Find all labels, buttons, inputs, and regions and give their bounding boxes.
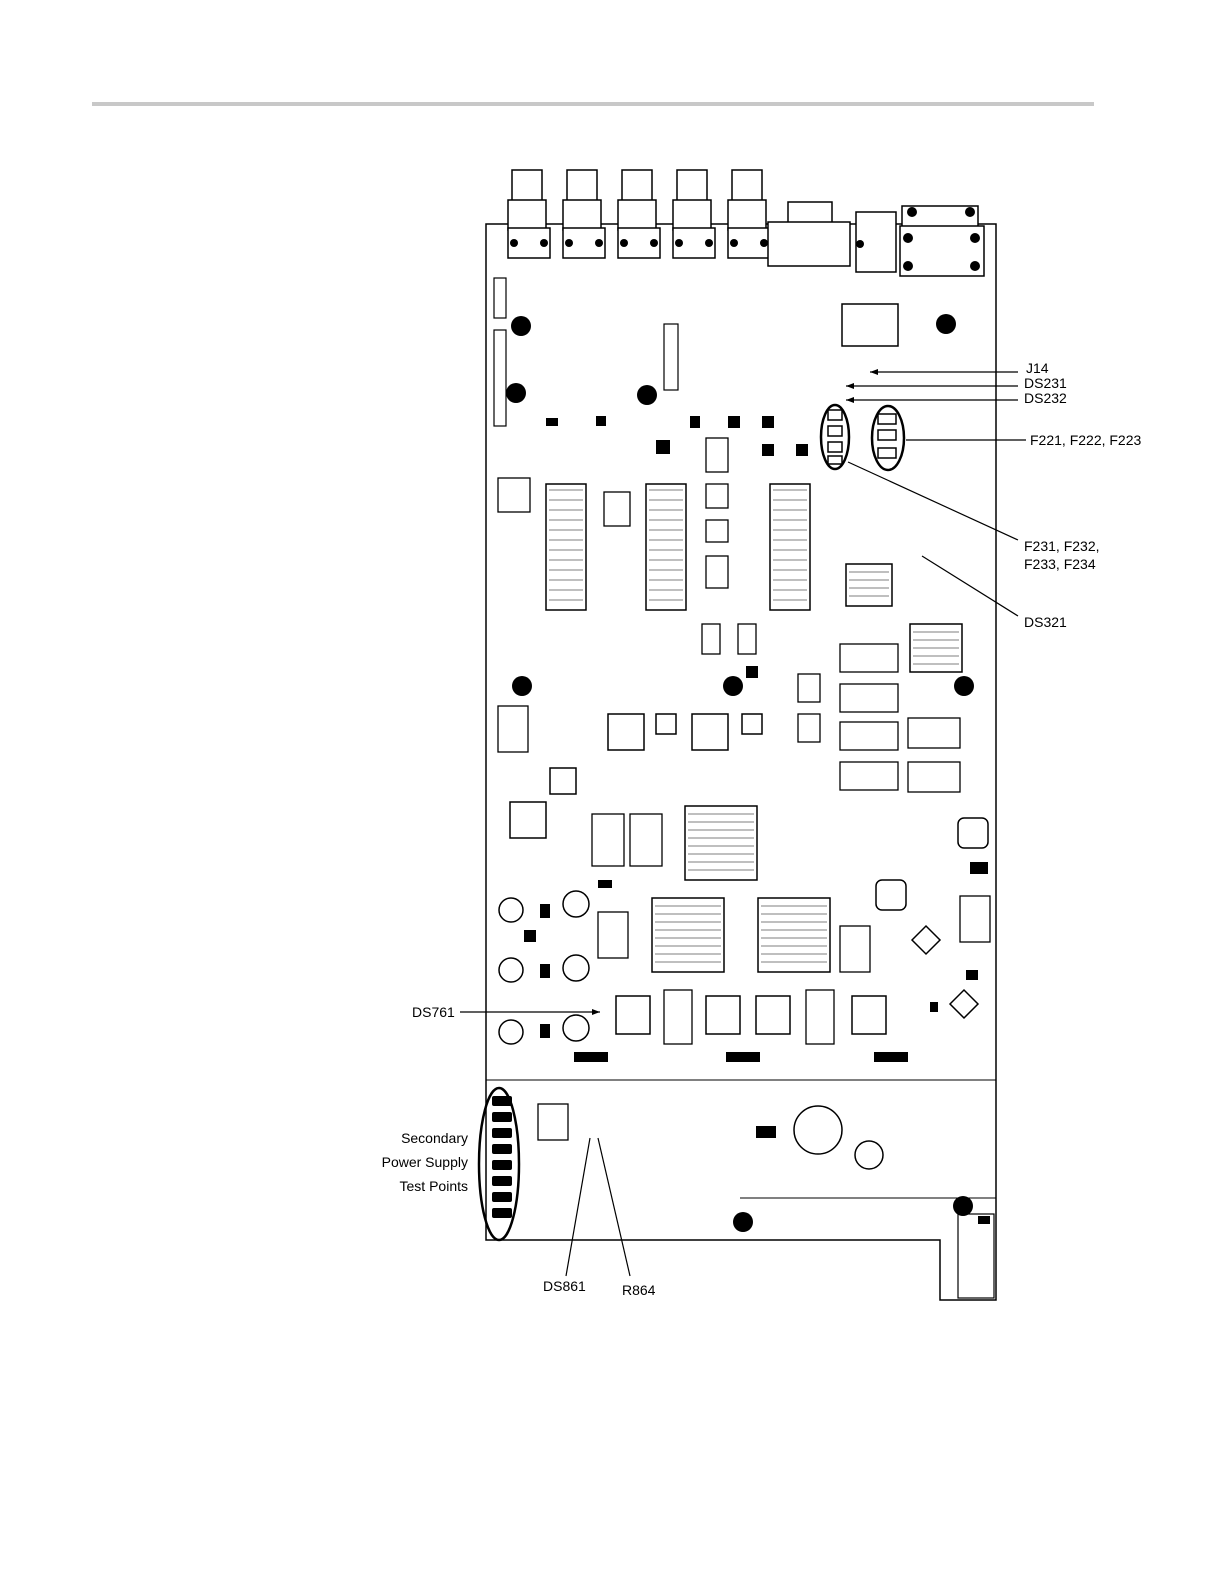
label-f231-group-line1: F231, F232, (1024, 538, 1100, 554)
label-secondary-line2: Power Supply (382, 1154, 468, 1170)
label-secondary-line3: Test Points (400, 1178, 468, 1194)
label-f221-group: F221, F222, F223 (1030, 432, 1142, 448)
test-point-pads (492, 1096, 512, 1218)
label-ds231: DS231 (1024, 375, 1067, 391)
fuse-pads (828, 410, 896, 464)
label-ds861: DS861 (543, 1278, 586, 1294)
label-ds761: DS761 (412, 1004, 455, 1020)
label-f231-group-line2: F233, F234 (1024, 556, 1096, 572)
label-ds321: DS321 (1024, 614, 1067, 630)
label-ds232: DS232 (1024, 390, 1067, 406)
label-j14: J14 (1026, 360, 1049, 376)
callout-labels: J14 DS231 DS232 F221, F222, F223 F231, F… (382, 360, 1142, 1298)
dsub-connectors (768, 202, 984, 276)
label-r864: R864 (622, 1282, 656, 1298)
label-secondary-line1: Secondary (401, 1130, 468, 1146)
